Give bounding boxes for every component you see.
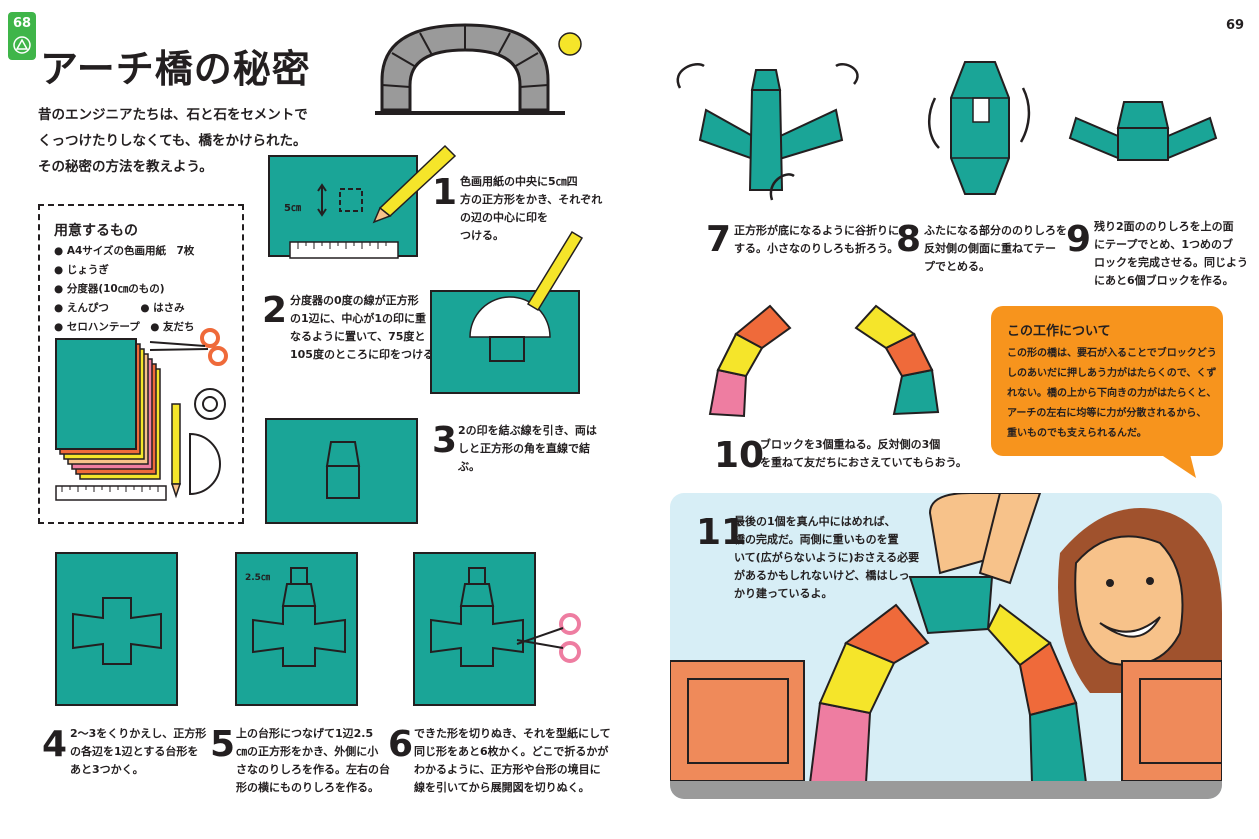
step-number: 9: [1066, 219, 1092, 260]
about-heading: この工作について: [1007, 324, 1111, 339]
pencil-icon: [372, 144, 457, 224]
page-number-left: 68: [12, 16, 32, 31]
step2-drawing: [469, 296, 551, 362]
step-text: 最後の1個を真ん中にはめれば、 橋の完成だ。両側に重いものを置 いて(広がらない…: [734, 515, 920, 600]
step-text: 2〜3をくりかえし、正方形 の各辺を1辺とする台形を あと3つかく。: [70, 727, 207, 776]
five-cm-label: 5㎝: [284, 203, 301, 214]
step4-drawing: [72, 597, 162, 665]
step5-figure: 2.5㎝: [235, 552, 358, 706]
step5-drawing: [252, 567, 346, 667]
materials-item: ● えんぴつ ● はさみ: [54, 302, 185, 314]
step7-drawing: [676, 63, 859, 201]
step1-drawing: [317, 183, 363, 217]
step-number: 5: [210, 724, 236, 765]
materials-item: ● 分度器(10㎝のもの): [54, 283, 165, 295]
sun-icon: [558, 32, 582, 56]
step-text: ブロックを3個重ねる。反対側の3個 を重ねて友だちにおさえていてもらおう。: [760, 438, 967, 469]
step11-scene: 11 最後の1個を真ん中にはめれば、 橋の完成だ。両側に重いものを置 いて(広が…: [670, 493, 1222, 799]
ruler-icon: [289, 241, 399, 259]
page-title: アーチ橋の秘密: [40, 47, 311, 91]
section-icon: [13, 36, 31, 54]
about-box: この工作について この形の橋は、要石が入ることでブロックどう しのあいだに押しあ…: [991, 306, 1223, 456]
two-five-cm-label: 2.5㎝: [245, 573, 270, 583]
step-number: 4: [42, 724, 68, 765]
materials-item-text: A4サイズの色画用紙 7枚: [66, 245, 195, 257]
materials-item-text: セロハンテープ: [66, 321, 140, 333]
materials-heading: 用意するもの: [54, 223, 138, 239]
stone-arch-illustration: [375, 23, 565, 115]
step-text: 分度器の0度の線が正方形 の1辺に、中心が1の印に重 なるように置いて、75度と…: [290, 294, 445, 361]
step2-figure: [430, 290, 580, 394]
step-number: 1: [432, 172, 458, 213]
materials-item: ● じょうぎ: [54, 264, 109, 276]
step-number: 3: [432, 420, 458, 461]
step-number: 8: [896, 219, 922, 260]
materials-item-text: えんぴつ: [66, 302, 109, 314]
materials-illustration: [55, 328, 228, 501]
page-number-tab: 68: [8, 12, 36, 60]
step-text: 正方形が底になるように谷折りに する。小さなのりしろも折ろう。: [734, 224, 899, 255]
materials-item-text: 分度器(10㎝のもの): [66, 283, 165, 295]
step-text: 2の印を結ぶ線を引き、両は しと正方形の角を直線で結 ぶ。: [458, 424, 597, 473]
step-text: ふたになる部分ののりしろを 反対側の側面に重ねてテー プでとめる。: [924, 224, 1067, 273]
pencil-icon: [526, 230, 584, 312]
page-number-right: 69: [1226, 18, 1245, 33]
step3-drawing: [325, 441, 361, 499]
step3-figure: [265, 418, 418, 524]
about-body: この形の橋は、要石が入ることでブロックどう しのあいだに押しあう力がはたらくので…: [1007, 348, 1217, 439]
step-text: できた形を切りぬき、それを型紙にして 同じ形をあと6枚かく。どこで折るかが わか…: [414, 727, 611, 794]
materials-item: ● A4サイズの色画用紙 7枚: [54, 245, 195, 257]
step11-drawing: [670, 493, 1222, 799]
step6-drawing: [430, 567, 524, 667]
step-number: 6: [388, 724, 414, 765]
materials-item: ● セロハンテープ ● 友だち: [54, 321, 195, 333]
step4-figure: [55, 552, 178, 706]
step-text: 上の台形につなげて1辺2.5 ㎝の正方形をかき、外側に小 さなのりしろを作る。左…: [236, 727, 390, 794]
materials-item-text: じょうぎ: [66, 264, 109, 276]
step8-drawing: [927, 61, 1031, 195]
materials-item-text: 友だち: [163, 321, 195, 333]
step-number: 7: [706, 219, 732, 260]
step6-figure: [413, 552, 536, 706]
materials-item-text: はさみ: [153, 302, 185, 314]
scissors-icon: [516, 613, 581, 663]
intro-text: 昔のエンジニアたちは、石と石をセメントで くっつけたりしなくても、橋をかけられた…: [38, 107, 308, 175]
materials-box: 用意するもの ● A4サイズの色画用紙 7枚 ● じょうぎ ● 分度器(10㎝の…: [38, 204, 244, 524]
step10-drawing: [708, 304, 940, 418]
step-number: 2: [262, 290, 288, 331]
step-number: 10: [714, 435, 765, 476]
step-number: 11: [696, 512, 747, 553]
step9-drawing: [1068, 101, 1218, 161]
step-text: 残り2面ののりしろを上の面 にテープでとめ、1つめのブ ロックを完成させる。同じ…: [1094, 220, 1248, 287]
about-box-tail: [1160, 454, 1196, 478]
step-text: 色画用紙の中央に5㎝四 方の正方形をかき、それぞれ の辺の中心に印を つける。: [460, 175, 603, 242]
